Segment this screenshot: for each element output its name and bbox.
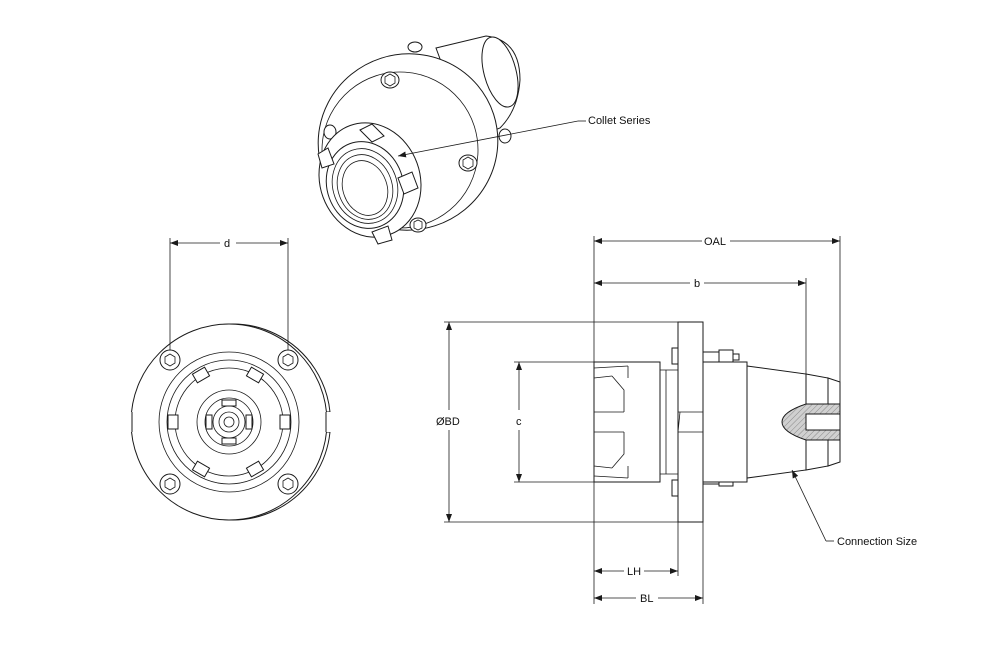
connection-size-label: Connection Size [837,536,917,548]
dimension-oal: OAL [593,236,841,382]
hex-bolt-icon [159,349,181,371]
d-label: d [224,238,230,250]
bd-label: ØBD [436,416,460,428]
oal-label: OAL [704,236,726,248]
dimension-b: b [594,278,807,374]
connection-size-callout: Connection Size [791,469,917,548]
hex-bolt-icon [380,71,400,89]
hex-bolt-icon [458,154,478,172]
hex-bolt-icon [277,473,299,495]
collet-series-callout: Collet Series [397,115,651,158]
front-view [124,323,334,521]
lh-label: LH [627,566,641,578]
dimension-d: d [169,238,289,350]
c-label: c [516,416,522,428]
b-label: b [694,278,700,290]
dimension-bl: BL [594,522,704,605]
hex-bolt-icon [409,217,427,233]
hex-bolt-icon [277,349,299,371]
dimension-c: c [514,361,594,483]
isometric-view [317,35,521,245]
bl-label: BL [640,593,653,605]
dimension-bd: ØBD [436,321,678,523]
side-view [593,321,841,523]
collet-series-label: Collet Series [588,115,651,127]
hex-bolt-icon [159,473,181,495]
dimension-lh: LH [593,482,679,604]
